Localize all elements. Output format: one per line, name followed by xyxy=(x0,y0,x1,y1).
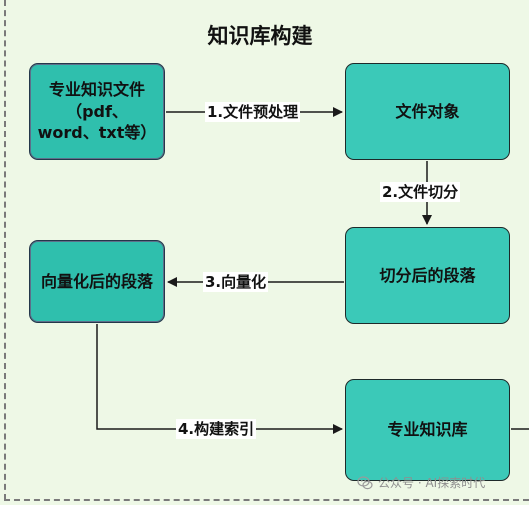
node-file-objects: 文件对象 xyxy=(345,63,510,160)
watermark: 公众号 · AI探索时代 xyxy=(357,474,485,491)
node-source-files: 专业知识文件 （pdf、 word、txt等） xyxy=(29,63,165,160)
node-source-files-line2: （pdf、 xyxy=(66,101,128,121)
node-source-files-line1: 专业知识文件 xyxy=(48,80,145,100)
edge-label-build-index: 4.构建索引 xyxy=(176,419,257,439)
edge-label-vectorize: 3.向量化 xyxy=(203,272,269,292)
node-split-paragraphs: 切分后的段落 xyxy=(345,227,510,324)
frame-border-bottom xyxy=(4,499,529,501)
wechat-icon xyxy=(357,475,373,489)
node-vectorized-paragraphs-label: 向量化后的段落 xyxy=(40,271,153,291)
edge-label-split: 2.文件切分 xyxy=(380,182,461,202)
watermark-text: 公众号 · AI探索时代 xyxy=(378,476,486,490)
node-file-objects-label: 文件对象 xyxy=(395,101,460,121)
node-vectorized-paragraphs: 向量化后的段落 xyxy=(29,240,165,323)
node-knowledge-base-label: 专业知识库 xyxy=(387,420,468,440)
frame-border-left xyxy=(4,0,6,500)
node-source-files-line3: word、txt等） xyxy=(37,123,157,143)
edge-build-index-line xyxy=(96,324,343,434)
node-knowledge-base: 专业知识库 xyxy=(345,379,510,481)
edge-label-preprocess: 1.文件预处理 xyxy=(205,102,301,122)
diagram-title: 知识库构建 xyxy=(207,24,313,48)
node-split-paragraphs-label: 切分后的段落 xyxy=(379,265,476,285)
